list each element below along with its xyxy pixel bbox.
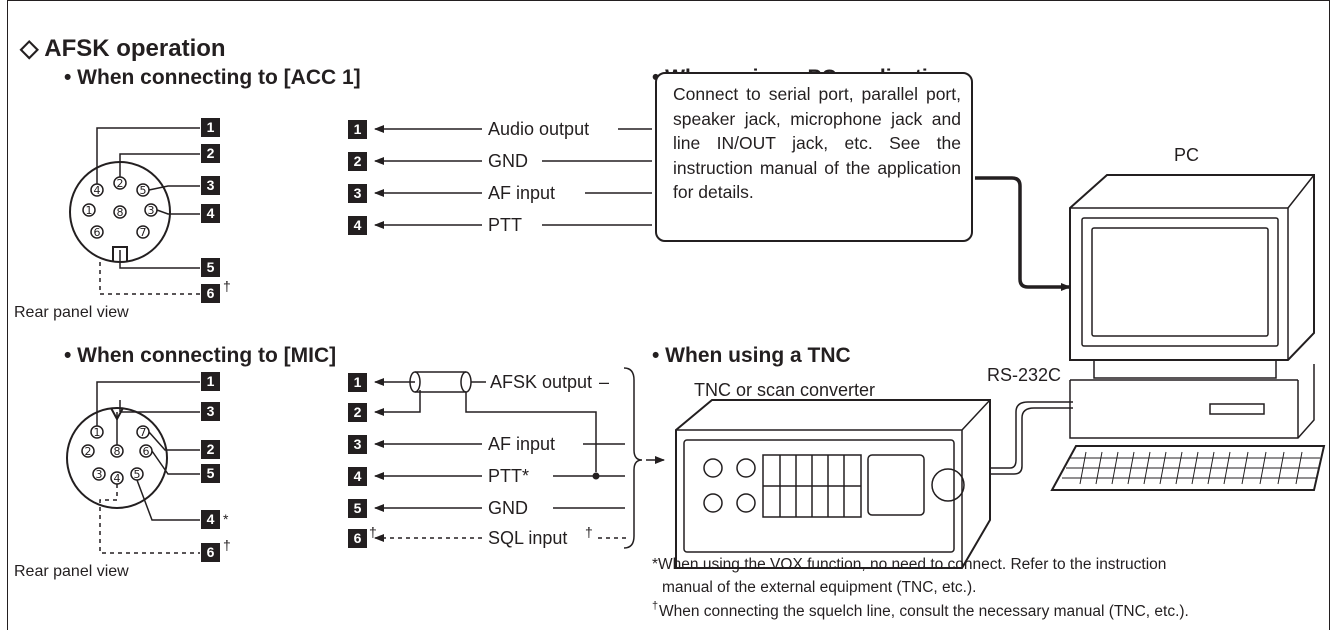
mic-pin-5: 5 bbox=[201, 464, 220, 483]
svg-text:5: 5 bbox=[134, 468, 141, 481]
pc-app-callout: Connect to serial port, parallel port, s… bbox=[655, 72, 973, 242]
mic-pin-1: 1 bbox=[201, 372, 220, 391]
mic-asterisk: * bbox=[223, 511, 229, 527]
mic-din-connector bbox=[66, 381, 200, 554]
mic-pin-6: 6 bbox=[201, 543, 220, 562]
pc-pin-3: 3 bbox=[348, 184, 367, 203]
pc-pin-4: 4 bbox=[348, 216, 367, 235]
mic-dagger: † bbox=[223, 537, 231, 553]
mic-rear-label: Rear panel view bbox=[14, 563, 129, 580]
svg-text:8: 8 bbox=[117, 206, 124, 219]
pc-device bbox=[1050, 174, 1326, 491]
vox-note-line1: *When using the VOX function, no need to… bbox=[652, 556, 1167, 573]
tnc-signal-afsk-output: AFSK output bbox=[490, 372, 593, 392]
mic-pin-2: 2 bbox=[201, 440, 220, 459]
tnc-device-label: TNC or scan converter bbox=[694, 380, 876, 400]
acc1-pin-6: 6 bbox=[201, 284, 220, 303]
acc1-pin-4: 4 bbox=[201, 204, 220, 223]
svg-text:8: 8 bbox=[114, 445, 121, 458]
tnc-sql-dagger: † bbox=[585, 524, 593, 540]
tnc-signal-af-input: AF input bbox=[488, 434, 556, 454]
mic-pin-3: 3 bbox=[201, 402, 220, 421]
mic-heading: • When connecting to [MIC] bbox=[64, 344, 337, 367]
tnc-signal-gnd: GND bbox=[488, 498, 528, 518]
tnc-pin-1: 1 bbox=[348, 373, 367, 392]
svg-text:5: 5 bbox=[140, 184, 147, 197]
pc-pin-1: 1 bbox=[348, 120, 367, 139]
acc1-pin-1: 1 bbox=[201, 118, 220, 137]
svg-text:2: 2 bbox=[85, 445, 92, 458]
tnc-lines bbox=[374, 367, 665, 549]
svg-text:4: 4 bbox=[94, 184, 101, 197]
pc-app-lines bbox=[374, 125, 652, 229]
acc1-heading: • When connecting to [ACC 1] bbox=[64, 66, 361, 89]
acc1-dagger: † bbox=[223, 278, 231, 294]
svg-text:6: 6 bbox=[143, 445, 150, 458]
tnc-pin-5: 5 bbox=[348, 499, 367, 518]
tnc-pin-3: 3 bbox=[348, 435, 367, 454]
acc1-rear-label: Rear panel view bbox=[14, 304, 129, 321]
page-frame bbox=[7, 0, 1330, 630]
tnc-signal-sql-input: SQL input bbox=[488, 528, 568, 548]
section-title: ◇ AFSK operation bbox=[20, 35, 226, 62]
svg-text:3: 3 bbox=[148, 204, 155, 217]
svg-text:1: 1 bbox=[86, 204, 93, 217]
svg-text:6: 6 bbox=[94, 226, 101, 239]
sql-note-line: When connecting the squelch line, consul… bbox=[659, 603, 1189, 620]
tnc-pin-4: 4 bbox=[348, 467, 367, 486]
sql-note-dagger: † bbox=[652, 600, 659, 612]
acc1-din-connector bbox=[69, 127, 200, 295]
svg-text:2: 2 bbox=[117, 177, 124, 190]
svg-text:7: 7 bbox=[140, 226, 147, 239]
pc-signal-gnd: GND bbox=[488, 151, 528, 171]
svg-text:7: 7 bbox=[140, 426, 147, 439]
pc-signal-audio-output: Audio output bbox=[488, 119, 590, 139]
junction-dot bbox=[592, 472, 600, 480]
acc1-pin-2: 2 bbox=[201, 144, 220, 163]
pc-pin-2: 2 bbox=[348, 152, 367, 171]
vox-note-line2: manual of the external equipment (TNC, e… bbox=[662, 579, 977, 596]
tnc-device bbox=[675, 399, 991, 569]
svg-text:3: 3 bbox=[96, 468, 103, 481]
svg-text:1: 1 bbox=[94, 426, 101, 439]
acc1-pin-3: 3 bbox=[201, 176, 220, 195]
pc-label: PC bbox=[1174, 145, 1200, 165]
tnc-pin-6: 6 bbox=[348, 529, 367, 548]
pc-signal-af-input: AF input bbox=[488, 183, 556, 203]
mic-pin-4: 4 bbox=[201, 510, 220, 529]
tnc-signal-ptt: PTT* bbox=[488, 466, 530, 486]
tnc-heading: • When using a TNC bbox=[652, 344, 851, 367]
tnc-pin-2: 2 bbox=[348, 403, 367, 422]
pc-signal-ptt: PTT bbox=[488, 215, 522, 235]
tnc-pin-6-dagger: † bbox=[369, 524, 377, 540]
rs232c-label: RS-232C bbox=[987, 365, 1062, 385]
tnc-afsk-dash: – bbox=[599, 372, 610, 392]
svg-text:4: 4 bbox=[114, 472, 121, 485]
acc1-pin-5: 5 bbox=[201, 258, 220, 277]
